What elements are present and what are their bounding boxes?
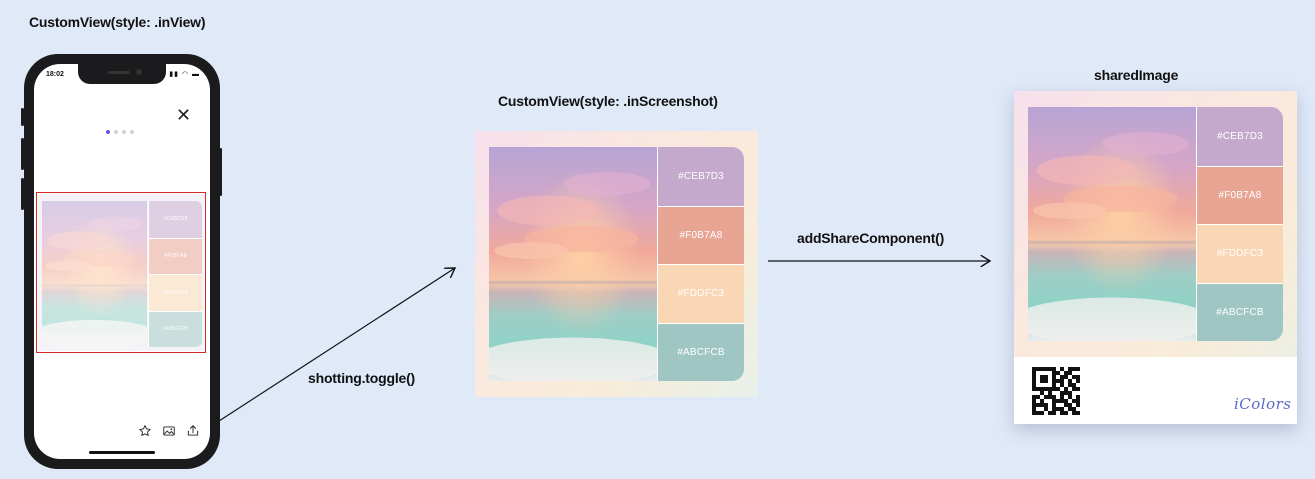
star-icon[interactable] (138, 424, 152, 438)
color-swatch: #ABCFCB (1196, 282, 1283, 341)
color-swatch: #F0B7A8 (1196, 165, 1283, 224)
close-icon[interactable]: ✕ (176, 105, 192, 125)
in-view-palette-frame (36, 192, 206, 353)
toggle-call-label: shotting.toggle() (308, 370, 416, 386)
palette-card-in-screenshot: #CEB7D3#F0B7A8#FDDFC3#ABCFCB (475, 131, 758, 397)
palette-card-in-view: #CEB7D3#F0B7A8#FDDFC3#ABCFCB (38, 194, 204, 351)
brand-logo: iColors (1234, 395, 1292, 413)
color-swatch: #ABCFCB (148, 310, 202, 347)
palette-swatches: #CEB7D3#F0B7A8#FDDFC3#ABCFCB (148, 201, 202, 347)
in-view-label: CustomView(style: .inView) (29, 14, 206, 30)
add-share-call-label: addShareComponent() (797, 230, 945, 246)
shared-image-label: sharedImage (1094, 67, 1179, 83)
status-time: 18:02 (46, 71, 64, 78)
home-indicator (89, 451, 155, 454)
color-swatch: #CEB7D3 (657, 147, 744, 206)
page-dot[interactable] (122, 130, 126, 134)
color-swatch: #FDDFC3 (148, 274, 202, 311)
palette-photo (42, 201, 147, 347)
color-swatch: #CEB7D3 (1196, 107, 1283, 166)
phone-notch (78, 64, 166, 84)
color-swatch: #FDDFC3 (657, 264, 744, 323)
color-swatch: #F0B7A8 (148, 237, 202, 274)
color-swatch: #F0B7A8 (657, 205, 744, 264)
color-swatch: #ABCFCB (657, 322, 744, 381)
phone-volume-down (21, 178, 24, 210)
color-swatch: #CEB7D3 (148, 201, 202, 238)
bottom-toolbar (138, 424, 200, 438)
shared-image-card: #CEB7D3#F0B7A8#FDDFC3#ABCFCB iColors (1014, 91, 1297, 424)
page-dot[interactable] (106, 130, 110, 134)
image-icon[interactable] (162, 424, 176, 438)
phone-power-button (219, 148, 222, 196)
page-indicator[interactable] (106, 130, 134, 134)
palette-photo (1028, 107, 1196, 341)
page-dot[interactable] (114, 130, 118, 134)
in-screenshot-label: CustomView(style: .inScreenshot) (498, 93, 718, 109)
page-dot[interactable] (130, 130, 134, 134)
phone-screen: 18:02 ▮▮ ◠ ▬ ✕ #CEB7D3#F0B7A8#FDDFC3#ABC… (34, 64, 210, 459)
phone-silent-switch (21, 108, 24, 126)
phone-device: 18:02 ▮▮ ◠ ▬ ✕ #CEB7D3#F0B7A8#FDDFC3#ABC… (24, 54, 220, 469)
phone-volume-up (21, 138, 24, 170)
palette-swatches: #CEB7D3#F0B7A8#FDDFC3#ABCFCB (657, 147, 744, 381)
qr-code-icon (1032, 367, 1080, 415)
status-icons: ▮▮ ◠ ▬ (169, 71, 200, 78)
share-icon[interactable] (186, 424, 200, 438)
color-swatch: #FDDFC3 (1196, 224, 1283, 283)
palette-swatches: #CEB7D3#F0B7A8#FDDFC3#ABCFCB (1196, 107, 1283, 341)
palette-photo (489, 147, 657, 381)
